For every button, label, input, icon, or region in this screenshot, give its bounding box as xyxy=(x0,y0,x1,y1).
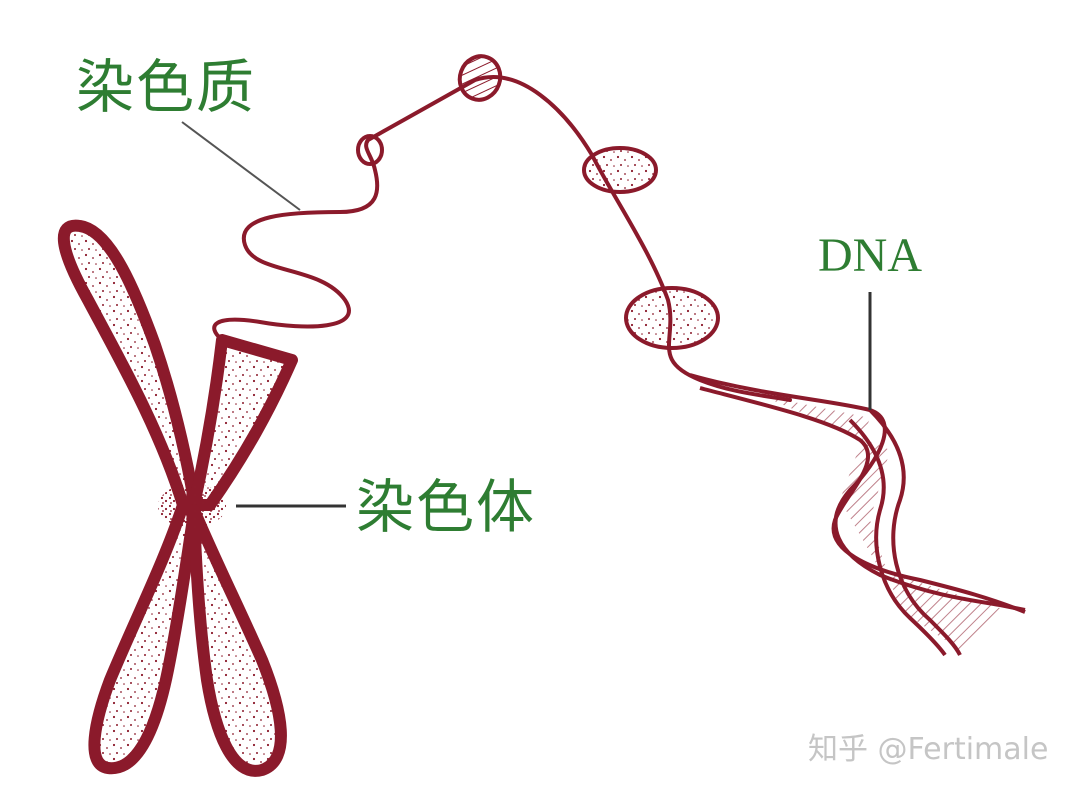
chromosome-label: 染色体 xyxy=(356,473,537,541)
nucleosome xyxy=(356,134,384,166)
nucleosome xyxy=(624,286,720,350)
watermark: 知乎 @Fertimale xyxy=(808,732,1049,767)
nucleosomes xyxy=(457,54,720,350)
chromosome-arm-upper-right xyxy=(188,334,298,511)
nucleosome xyxy=(457,54,503,102)
chromosome xyxy=(57,219,298,777)
dna-label: DNA xyxy=(818,229,922,282)
chromosome-arm-lower-left xyxy=(88,499,200,775)
nucleosome xyxy=(582,146,658,194)
chromatin-fiber xyxy=(212,75,792,402)
chromatin-label: 染色质 xyxy=(76,53,257,121)
chromosome-arm-lower-right xyxy=(188,504,287,777)
chromatin-leader-line xyxy=(181,121,301,211)
centromere xyxy=(158,484,226,528)
dna-helix xyxy=(689,373,1026,657)
chromosome-arm-upper-left xyxy=(57,219,200,511)
